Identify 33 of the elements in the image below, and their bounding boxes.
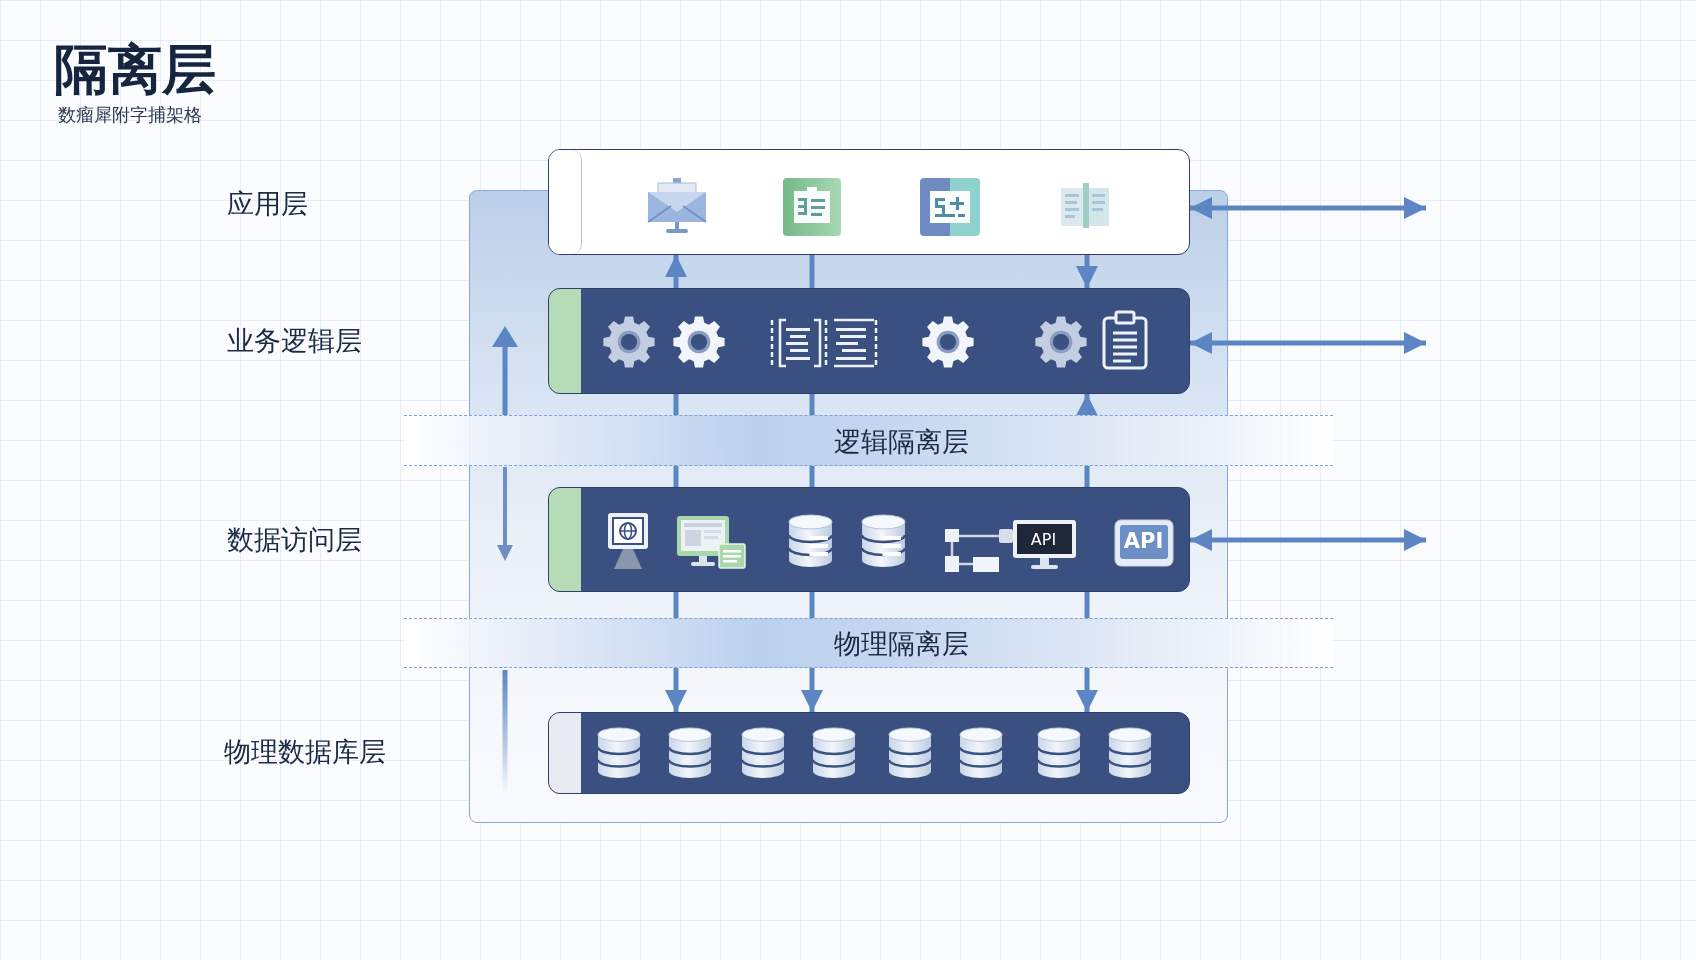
- title: 隔离层: [54, 40, 216, 100]
- layer-label: 业务逻辑层: [227, 325, 362, 358]
- layer-panel: [548, 288, 1190, 394]
- arrow: [1076, 394, 1098, 416]
- arrow: [1190, 529, 1426, 551]
- layer-panel: [548, 712, 1190, 794]
- layer-label: 物理数据库层: [224, 736, 386, 769]
- layer-panel: [548, 149, 1190, 255]
- subtitle: 数瘤犀附字捕架格: [58, 104, 202, 127]
- connector-line: [809, 592, 815, 618]
- connector-line: [673, 466, 679, 487]
- isolation-band: [404, 415, 1333, 466]
- arrow: [801, 668, 823, 712]
- layer-panel: [548, 487, 1190, 592]
- band-label: 逻辑隔离层: [833, 426, 969, 458]
- layer-label: 应用层: [227, 188, 308, 221]
- connector-line: [1084, 466, 1090, 487]
- connector-line: [673, 394, 679, 415]
- connector-line: [1084, 592, 1090, 618]
- connector-line: [809, 394, 815, 415]
- arrow: [665, 255, 687, 288]
- band-label: 物理隔离层: [833, 628, 969, 660]
- layer-label: 数据访问层: [227, 524, 362, 557]
- isolation-band: [404, 618, 1333, 668]
- connector-line: [809, 466, 815, 487]
- arrow: [665, 668, 687, 712]
- api-label: API: [1030, 530, 1057, 549]
- connector-line: [673, 592, 679, 618]
- connector-line: [809, 255, 815, 288]
- api-label: API: [1123, 528, 1164, 553]
- arrow: [1190, 332, 1426, 354]
- arrow: [1076, 668, 1098, 712]
- arrow: [1076, 255, 1098, 288]
